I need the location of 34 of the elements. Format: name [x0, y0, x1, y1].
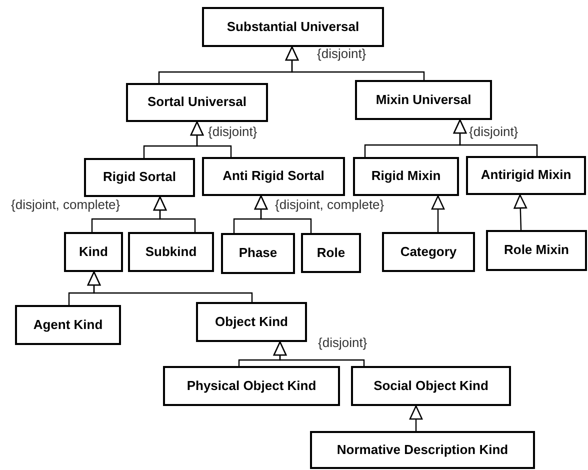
generalization-arrow [285, 46, 425, 80]
generalization-arrow [409, 405, 423, 431]
generalization-arrow [153, 196, 196, 232]
class-box: Role [301, 233, 361, 273]
generalization-arrow [431, 195, 445, 232]
class-box: Mixin Universal [355, 80, 492, 120]
class-box: Sortal Universal [126, 83, 268, 122]
class-box: Physical Object Kind [163, 366, 340, 406]
class-box: Agent Kind [15, 305, 121, 345]
generalization-arrow [87, 271, 253, 302]
class-box: Category [382, 232, 475, 272]
generalization-arrow [190, 121, 232, 157]
class-box: Substantial Universal [202, 7, 384, 47]
class-box: Rigid Mixin [353, 157, 459, 196]
constraint-label: {disjoint, complete} [11, 198, 120, 211]
class-box: Anti Rigid Sortal [202, 157, 345, 196]
constraint-label: {disjoint} [469, 125, 518, 138]
class-box: Object Kind [196, 302, 307, 342]
constraint-label: {disjoint} [208, 125, 258, 138]
generalization-arrow [514, 194, 528, 230]
class-box: Subkind [128, 232, 214, 272]
class-box: Social Object Kind [351, 366, 511, 406]
class-box: Normative Description Kind [310, 431, 535, 469]
class-box: Kind [64, 232, 123, 272]
class-box: Role Mixin [486, 230, 587, 271]
generalization-arrow [254, 195, 312, 233]
class-box: Rigid Sortal [84, 158, 195, 197]
constraint-label: {disjoint} [318, 336, 368, 349]
class-box: Antirigid Mixin [466, 156, 586, 195]
constraint-label: {disjoint, complete} [275, 198, 384, 211]
class-box: Phase [221, 233, 295, 274]
generalization-arrow [453, 119, 538, 156]
constraint-label: {disjoint} [317, 47, 366, 60]
generalization-arrow [273, 341, 365, 366]
